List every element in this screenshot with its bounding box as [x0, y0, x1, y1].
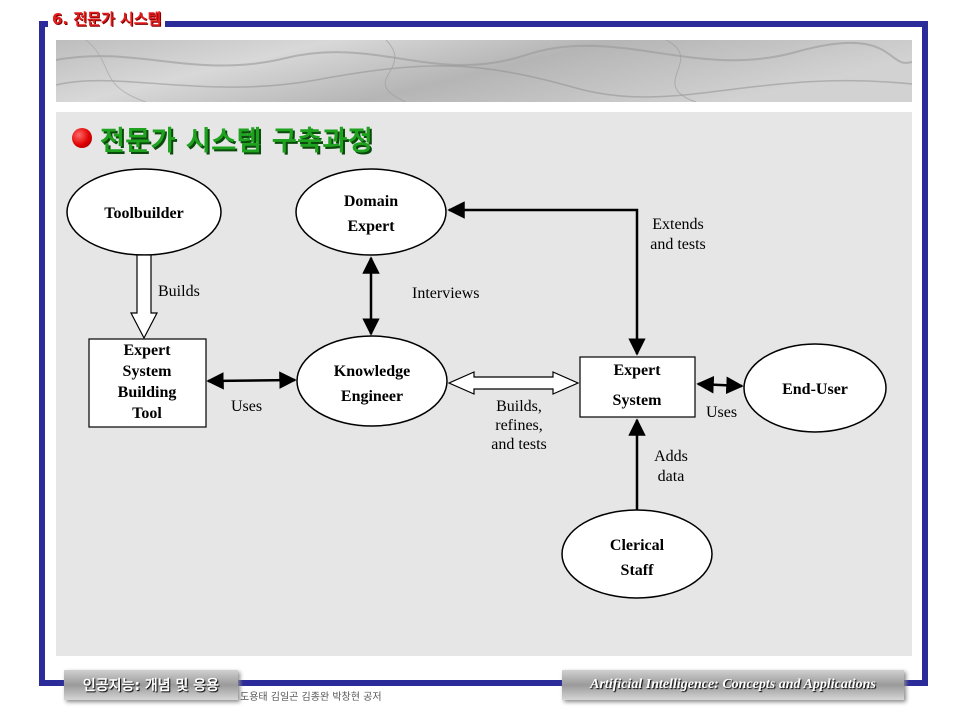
edge-extends-label-line1: Extends [652, 216, 704, 233]
node-domain-expert-line1: Domain [344, 193, 398, 210]
node-clerical-staff-line2: Staff [621, 562, 655, 579]
edge-adds-data-line1: Adds [654, 448, 688, 465]
footer-book-title-kr: 인공지능: 개념 및 응용 [64, 670, 238, 700]
edge-extends-label-line2: and tests [650, 236, 706, 253]
node-expert-system: Expert System [579, 356, 696, 418]
heading-text: 전문가 시스템 구축과정 [100, 125, 374, 157]
edge-uses-left-line [206, 371, 297, 390]
edge-builds-arrow [130, 254, 158, 340]
node-knowledge-engineer: Knowledge Engineer [296, 335, 448, 427]
node-clerical-staff-line1: Clerical [610, 537, 665, 554]
edge-extends-line [447, 201, 646, 356]
slide-heading: 전문가 시스템 구축과정 [72, 118, 373, 158]
edge-builds-refines-arrow [447, 371, 580, 395]
edge-interviews-label: Interviews [412, 285, 480, 302]
node-domain-expert: Domain Expert [295, 168, 447, 256]
edge-adds-data-line2: data [658, 468, 685, 485]
section-tag: 6. 전문가 시스템 [48, 8, 166, 30]
edge-uses-left-label: Uses [231, 398, 262, 415]
marble-texture [56, 40, 912, 102]
node-esbt-line4: Tool [132, 405, 162, 422]
node-esbt-line2: System [123, 363, 173, 380]
node-knowledge-engineer-line1: Knowledge [334, 363, 410, 380]
edge-builds-refines-line1: Builds, [496, 398, 542, 415]
node-toolbuilder: Toolbuilder [66, 168, 222, 256]
marble-banner [56, 40, 912, 102]
node-expert-system-line2: System [613, 392, 663, 409]
edge-uses-right-line [696, 375, 744, 395]
footer-book-title-kr-text: 인공지능: 개념 및 응용 [82, 678, 220, 694]
node-clerical-staff: Clerical Staff [561, 509, 713, 599]
edge-builds-label: Builds [158, 283, 200, 300]
slide-frame [39, 21, 928, 686]
node-esbt-line3: Building [118, 384, 177, 401]
edge-uses-right-label: Uses [706, 404, 737, 421]
node-domain-expert-line2: Expert [347, 218, 395, 235]
edge-builds-refines-line3: and tests [491, 436, 547, 453]
footer-book-title-en-text: Artificial Intelligence: Concepts and Ap… [590, 677, 876, 692]
node-esbt-line1: Expert [123, 342, 171, 359]
node-knowledge-engineer-line2: Engineer [341, 388, 403, 405]
node-expert-system-line1: Expert [613, 362, 661, 379]
footer-book-title-en: Artificial Intelligence: Concepts and Ap… [562, 670, 904, 700]
edge-builds-refines-line2: refines, [495, 417, 543, 434]
node-end-user: End-User [743, 343, 887, 433]
red-bullet-icon [72, 128, 92, 148]
node-expert-system-building-tool: Expert System Building Tool [88, 338, 207, 428]
node-end-user-label: End-User [782, 381, 848, 398]
footer-authors: 도용태 김일곤 김종완 박창현 공저 [240, 692, 382, 703]
node-toolbuilder-label: Toolbuilder [104, 205, 183, 222]
